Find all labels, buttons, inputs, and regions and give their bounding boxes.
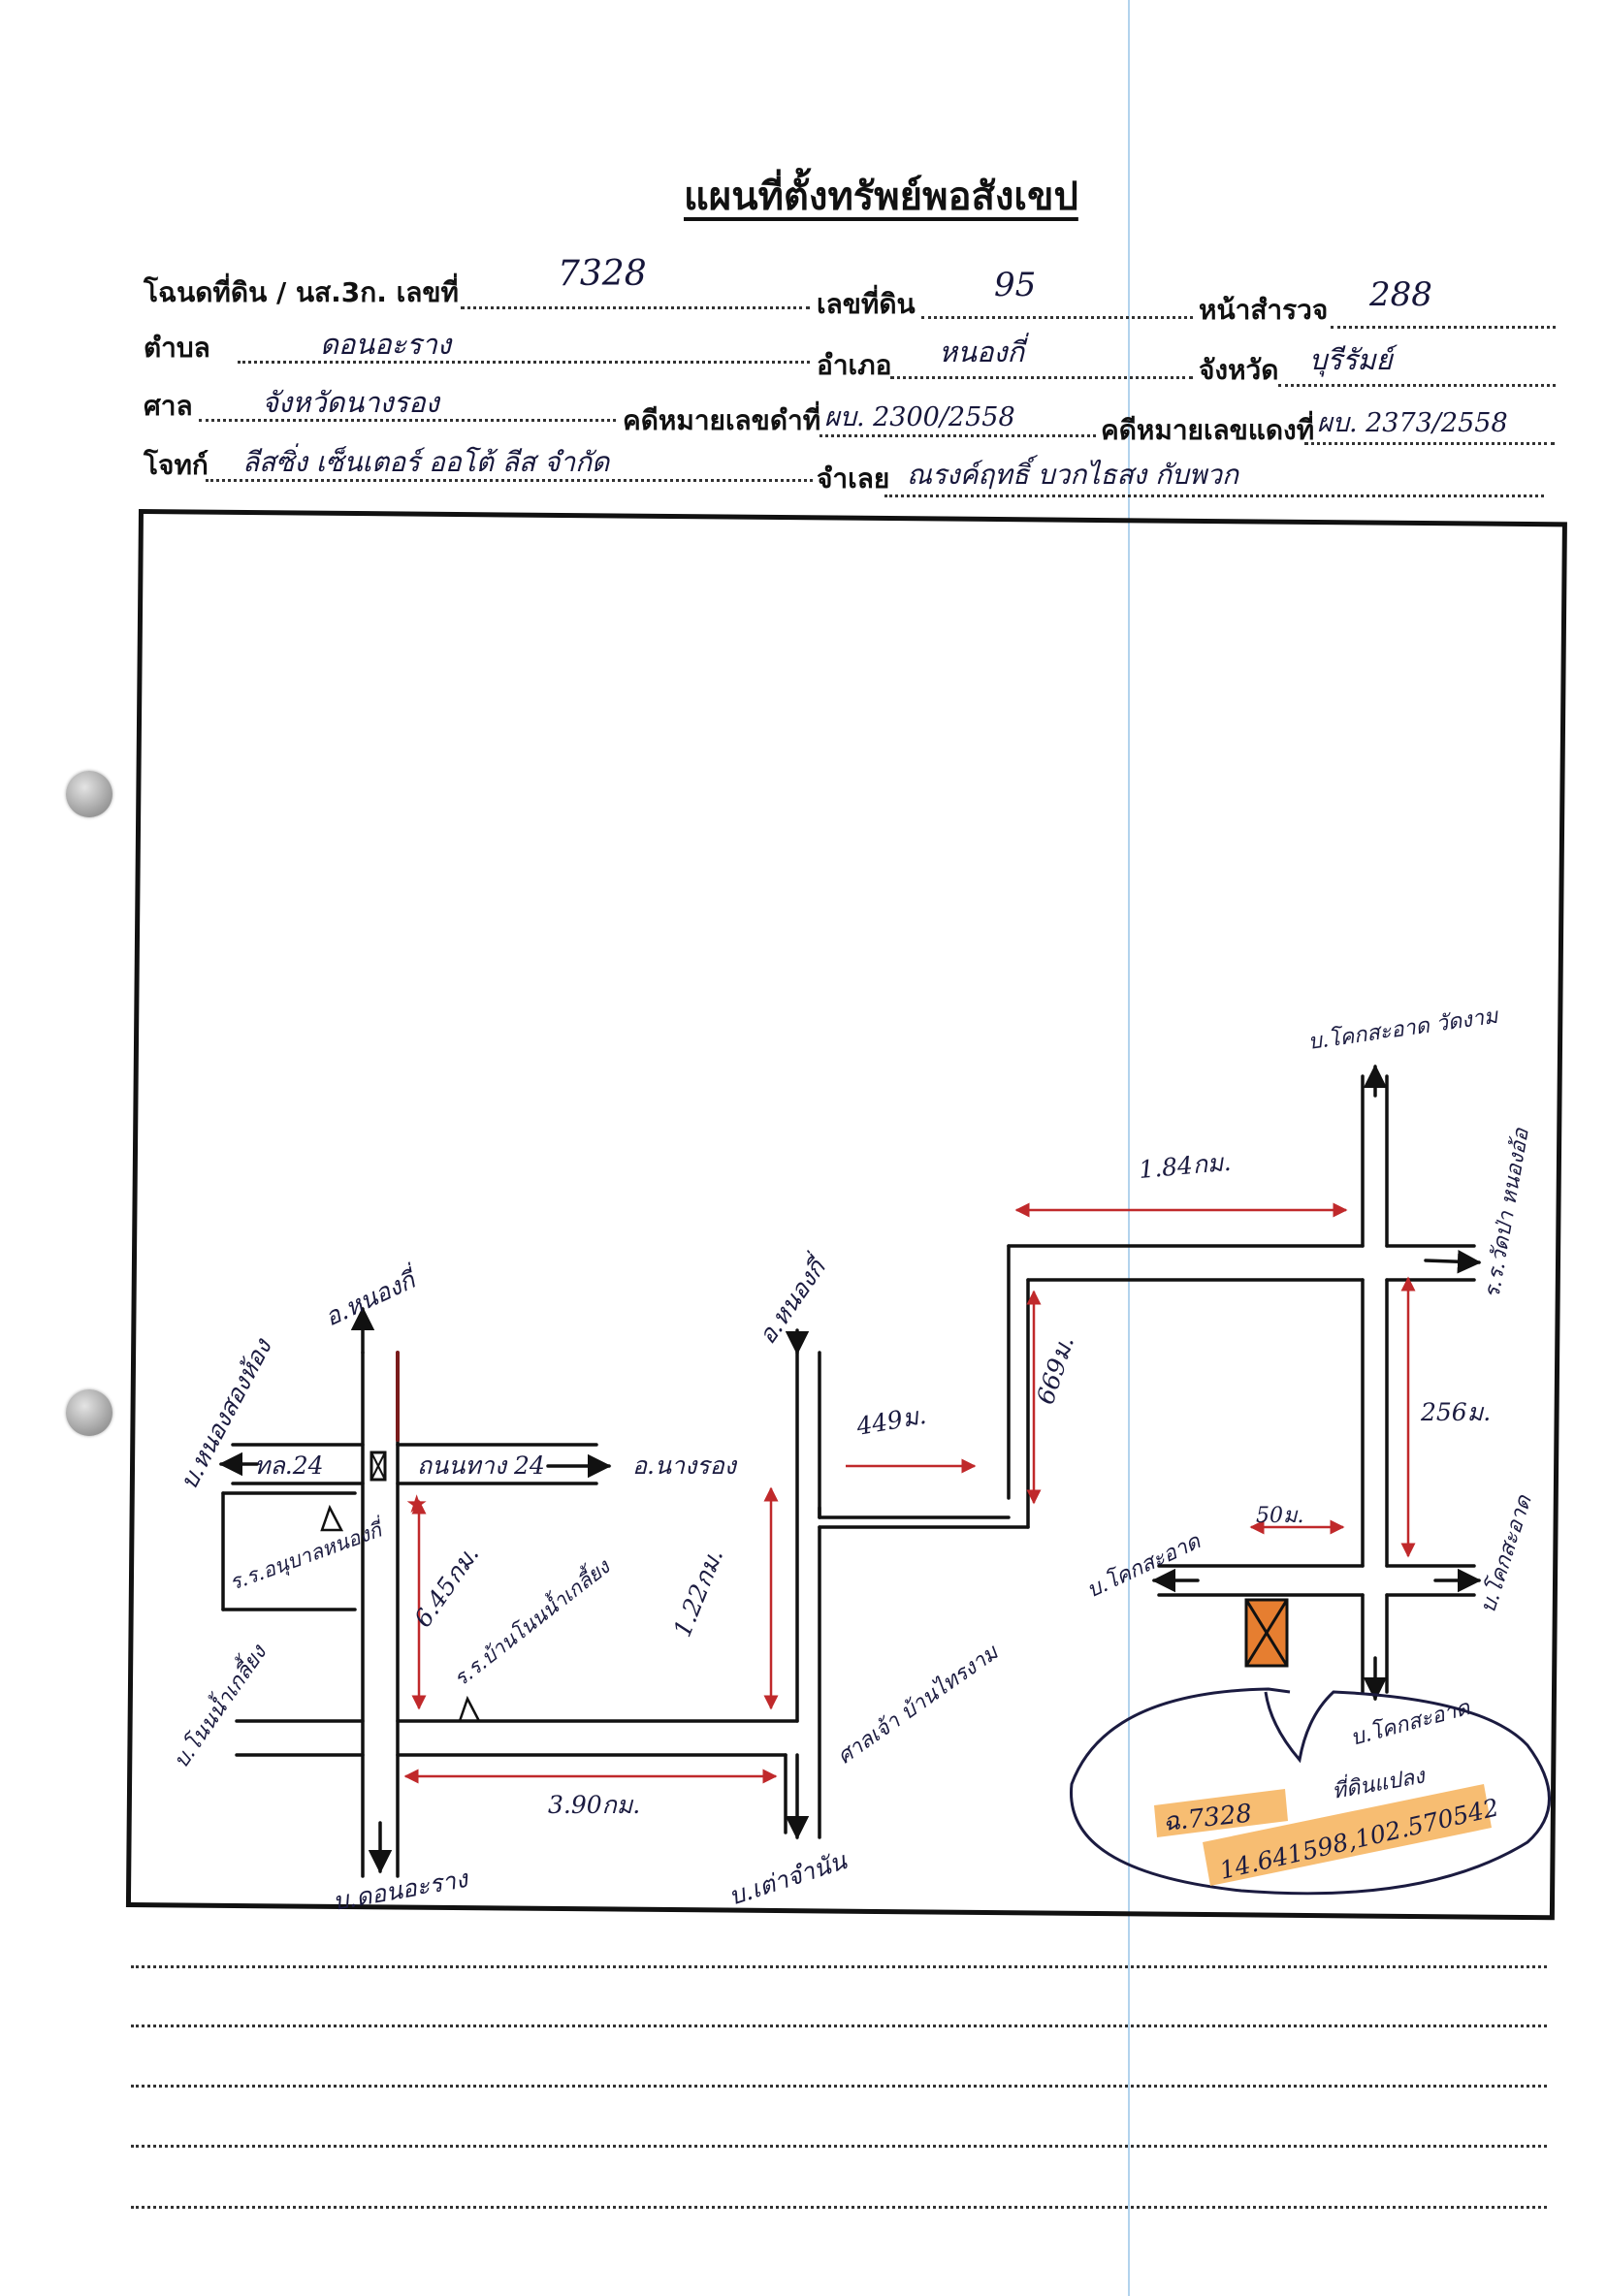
blank-line-5 <box>131 2206 1547 2209</box>
subdistrict-label: ตำบล <box>144 332 210 364</box>
label-nong-ki-mid: อ.หนองกี่ <box>751 1249 834 1349</box>
land-number: 95 <box>994 266 1037 304</box>
punch-hole-bottom <box>66 1389 112 1436</box>
deed-label: โฉนดที่ดิน / นส.3ก. เลขที่ <box>144 276 459 308</box>
red-case-dots <box>1304 442 1555 445</box>
defendant-value: ณรงค์ฤทธิ์ บวกไธสง กับพวก <box>907 459 1238 491</box>
court-label: ศาล <box>144 390 193 422</box>
court-dots <box>199 419 616 422</box>
school-flag-icon <box>320 1504 344 1532</box>
subdistrict-dots <box>238 361 810 364</box>
label-km-122: 1.22กม. <box>668 1545 729 1641</box>
defendant-label: จำเลย <box>817 462 890 494</box>
label-khok-top: บ.โคกสะอาด วัดงาม <box>1306 1004 1500 1055</box>
label-m-449: 449ม. <box>853 1401 928 1441</box>
red-case-value: ผบ. 2373/2558 <box>1317 408 1508 438</box>
province-label: จังหวัด <box>1199 354 1279 386</box>
label-tao-chom: บ.เต่าจำนัน <box>725 1846 851 1911</box>
province-dots <box>1278 384 1556 387</box>
start-star-icon: ★ <box>405 1490 428 1519</box>
punch-hole-top <box>66 771 112 817</box>
subdistrict-value: ดอนอะราง <box>320 328 452 361</box>
land-no-label: เลขที่ดิน <box>817 288 916 320</box>
school2-flag-icon <box>458 1695 482 1723</box>
survey-number: 288 <box>1369 275 1432 314</box>
survey-dots <box>1331 326 1556 329</box>
blank-line-4 <box>131 2145 1547 2148</box>
court-value: จังหวัดนางรอง <box>262 386 439 419</box>
plaintiff-label: โจทก์ <box>144 449 209 481</box>
defendant-dots <box>884 494 1544 497</box>
blank-line-3 <box>131 2085 1547 2088</box>
district-dots <box>890 376 1193 379</box>
survey-label: หน้าสำรวจ <box>1199 294 1329 326</box>
plaintiff-value: ลีสซิ่ง เซ็นเตอร์ ออโต้ ลีส จำกัด <box>242 446 610 478</box>
callout-note: ที่ดินแปลง <box>1330 1760 1429 1804</box>
province-value: บุรีรัมย์ <box>1309 343 1393 376</box>
distance-markers <box>403 1202 1416 1784</box>
deed-number: 7328 <box>558 254 647 294</box>
district-value: หนองกี่ <box>939 335 1025 368</box>
blank-line-2 <box>131 2025 1547 2027</box>
callout-bubble <box>1070 1687 1551 1896</box>
roads <box>218 1064 1482 1878</box>
property-marker-icon <box>1244 1598 1289 1668</box>
highway-marker <box>370 1451 387 1482</box>
label-km-184: 1.84กม. <box>1138 1148 1232 1184</box>
page-title: แผนที่ตั้งทรัพย์พอสังเขป <box>684 175 1078 219</box>
fold-line <box>1128 0 1130 2296</box>
red-case-label: คดีหมายเลขแดงที่ <box>1101 414 1315 446</box>
label-wat-pa: ร.ร.วัดป่า หนองอ้อ <box>1480 1126 1534 1300</box>
label-nong-ki-west: อ.หนองกี่ <box>319 1261 424 1332</box>
label-don-arang: บ.ดอนอะราง <box>331 1865 471 1916</box>
black-case-dots <box>820 434 1096 437</box>
label-road24-right: ถนนทาง 24 <box>417 1451 545 1480</box>
label-temple: ศาลเจ้า บ้านไทรงาม <box>833 1639 1005 1770</box>
label-m-50: 50ม. <box>1256 1504 1304 1528</box>
black-case-label: คดีหมายเลขดำที่ <box>623 404 821 436</box>
district-label: อำเภอ <box>817 349 892 381</box>
label-m-669: 669ม. <box>1031 1332 1079 1408</box>
label-non-nam: บ.โนนน้ำเกลี้ยง <box>165 1637 273 1772</box>
map-symbols: ★ <box>320 1451 1551 1896</box>
plaintiff-dots <box>206 479 813 482</box>
label-nang-rong: อ.นางรอง <box>632 1451 738 1480</box>
deed-dots <box>461 306 810 309</box>
label-road24-left: ทล.24 <box>254 1451 324 1480</box>
label-m-256: 256ม. <box>1420 1398 1491 1426</box>
black-case-value: ผบ. 2300/2558 <box>824 402 1015 432</box>
blank-line-1 <box>131 1965 1547 1968</box>
label-khok-right: บ.โคกสะอาด <box>1475 1490 1537 1615</box>
land-no-dots <box>921 316 1193 319</box>
label-khok-bottom: บ.โคกสะอาด <box>1348 1695 1474 1751</box>
label-km-390: 3.90กม. <box>548 1791 640 1819</box>
